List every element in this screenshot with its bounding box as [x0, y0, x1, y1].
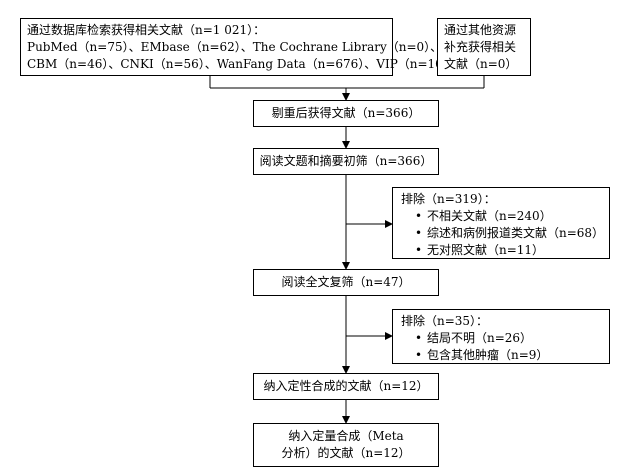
search-results-box: 通过数据库检索获得相关文献（n=1 021）： PubMed（n=75）、EMb… [20, 18, 463, 76]
dedup-text: 剔重后获得文献（n=366） [271, 106, 421, 120]
exclusion-1-item: •不相关文献（n=240） [415, 209, 552, 223]
search-line-2: PubMed（n=75）、EMbase（n=62）、The Cochrane L… [27, 40, 443, 54]
exclusion-box-2: 排除（n=35）： •结局不明（n=26） •包含其他肿瘤（n=9） [392, 309, 610, 364]
exclusion-2-item: •包含其他肿瘤（n=9） [415, 348, 549, 362]
bullet-icon: • [415, 209, 423, 223]
bullet-icon: • [415, 331, 423, 345]
exclusion-1-item: •综述和病例报道类文献（n=68） [415, 226, 605, 240]
other-line-2: 补充获得相关 [444, 40, 517, 54]
exclusion-2-item: •结局不明（n=26） [415, 331, 533, 345]
other-sources-box: 通过其他资源 补充获得相关 文献（n=0） [437, 18, 531, 76]
bullet-icon: • [415, 348, 423, 362]
quantitative-line-2: 分析）的文献（n=12） [281, 446, 411, 460]
exclusion-2-title: 排除（n=35）： [401, 314, 489, 328]
qualitative-text: 纳入定性合成的文献（n=12） [263, 379, 429, 393]
bullet-icon: • [415, 243, 423, 257]
other-line-1: 通过其他资源 [444, 23, 517, 37]
quantitative-synthesis-box: 纳入定量合成（Meta 分析）的文献（n=12） [253, 423, 439, 467]
exclusion-1-item: •无对照文献（n=11） [415, 243, 545, 257]
exclusion-1-title: 排除（n=319）： [401, 192, 496, 206]
exclusion-box-1: 排除（n=319）： •不相关文献（n=240） •综述和病例报道类文献（n=6… [392, 187, 610, 259]
other-line-3: 文献（n=0） [444, 57, 518, 71]
qualitative-synthesis-box: 纳入定性合成的文献（n=12） [253, 373, 439, 400]
bullet-icon: • [415, 226, 423, 240]
fulltext-screen-box: 阅读全文复筛（n=47） [253, 269, 439, 296]
search-line-1: 通过数据库检索获得相关文献（n=1 021）： [27, 23, 266, 37]
title-abstract-screen-box: 阅读文题和摘要初筛（n=366） [253, 148, 439, 175]
quantitative-line-1: 纳入定量合成（Meta [288, 429, 404, 443]
screen-text: 阅读文题和摘要初筛（n=366） [259, 154, 433, 168]
fulltext-text: 阅读全文复筛（n=47） [281, 275, 411, 289]
search-line-3: CBM（n=46）、CNKI（n=56）、WanFang Data（n=676）… [27, 57, 463, 71]
dedup-box: 剔重后获得文献（n=366） [253, 100, 439, 127]
